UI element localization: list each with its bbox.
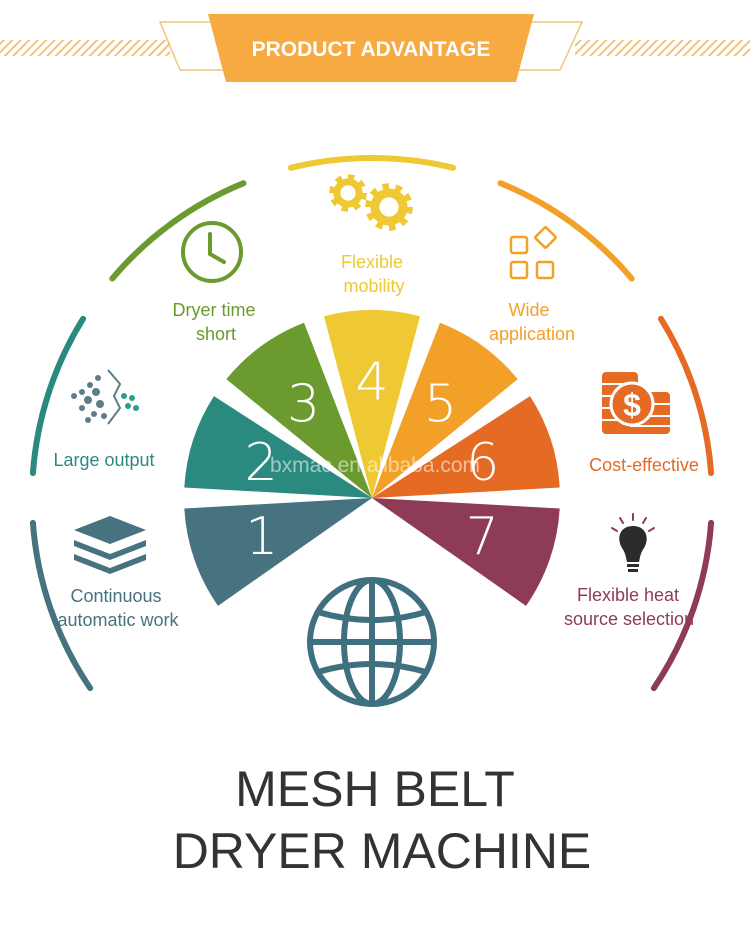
title-line-1: MESH BELT — [235, 761, 515, 817]
segment-7-arc — [650, 519, 715, 692]
segment-1-arc — [29, 519, 94, 692]
coins-dollar-icon: $ — [602, 372, 670, 434]
svg-text:application: application — [489, 324, 575, 344]
svg-text:automatic work: automatic work — [57, 610, 179, 630]
svg-text:Wide: Wide — [508, 300, 549, 320]
segment-7: 7 — [372, 498, 715, 692]
segment-2: 2 — [29, 315, 372, 498]
watermark-text: bxmac.en.alibaba.com — [270, 454, 480, 477]
svg-text:mobility: mobility — [343, 276, 404, 296]
label-segment-2: Large output — [53, 450, 154, 470]
segment-1: 1 — [29, 498, 372, 692]
segment-6-arc — [657, 315, 715, 477]
svg-text:Flexible: Flexible — [341, 252, 403, 272]
svg-text:Flexible heat: Flexible heat — [577, 585, 679, 605]
svg-text:Cost-effective: Cost-effective — [589, 455, 699, 475]
svg-text:$: $ — [623, 387, 641, 423]
gears-icon — [329, 174, 413, 231]
label-segment-7: Flexible heat source selection — [564, 585, 694, 629]
segment-5: 5 — [372, 180, 635, 498]
particles-icon — [71, 369, 139, 425]
grid-icon — [509, 226, 557, 280]
segment-6-number: 6 — [466, 433, 499, 493]
segment-7-number: 7 — [466, 507, 499, 567]
footer-title: MESH BELT DRYER MACHINE — [173, 761, 592, 879]
segment-1-wedge — [184, 498, 372, 606]
segment-1-number: 1 — [245, 507, 278, 567]
segment-5-arc — [497, 180, 635, 282]
segment-6-wedge — [372, 396, 560, 498]
segment-3-number: 3 — [287, 375, 320, 435]
segment-3: 3 — [109, 180, 372, 498]
header-stripes-right — [575, 40, 750, 56]
segment-2-number: 2 — [245, 433, 278, 493]
header-banner: PRODUCT ADVANTAGE — [0, 14, 750, 82]
title-line-2: DRYER MACHINE — [173, 823, 592, 879]
header-ribbon — [208, 14, 534, 82]
clock-icon — [181, 221, 243, 283]
segment-2-wedge — [184, 396, 372, 498]
svg-text:Continuous: Continuous — [70, 586, 161, 606]
header-stripes-left — [0, 40, 170, 56]
segment-3-wedge — [226, 322, 372, 498]
label-segment-6: Cost-effective — [589, 455, 699, 475]
label-segment-1: Continuous automatic work — [57, 586, 179, 630]
globe-icon — [307, 577, 437, 707]
label-segment-4: Flexible mobility — [341, 252, 405, 296]
segment-5-wedge — [372, 322, 518, 498]
svg-text:Large output: Large output — [53, 450, 154, 470]
segment-4-arc — [287, 155, 457, 171]
svg-text:source selection: source selection — [564, 609, 694, 629]
label-segment-3: Dryer time short — [172, 300, 255, 344]
segment-2-arc — [29, 315, 87, 477]
segment-4-number: 4 — [355, 352, 388, 412]
segment-3-arc — [109, 180, 247, 282]
segment-labels: Continuous automatic work Large output D… — [53, 252, 698, 630]
segment-5-number: 5 — [424, 375, 457, 435]
svg-text:Dryer time: Dryer time — [172, 300, 255, 320]
label-segment-5: Wide application — [489, 300, 575, 344]
segment-6: 6 — [372, 315, 715, 498]
svg-text:short: short — [196, 324, 236, 344]
segment-4-wedge — [323, 310, 421, 498]
lightbulb-icon — [611, 513, 655, 572]
header-title: PRODUCT ADVANTAGE — [252, 38, 491, 61]
layers-icon — [74, 516, 146, 574]
segment-7-wedge — [372, 498, 560, 606]
segment-4: 4 — [287, 155, 457, 498]
